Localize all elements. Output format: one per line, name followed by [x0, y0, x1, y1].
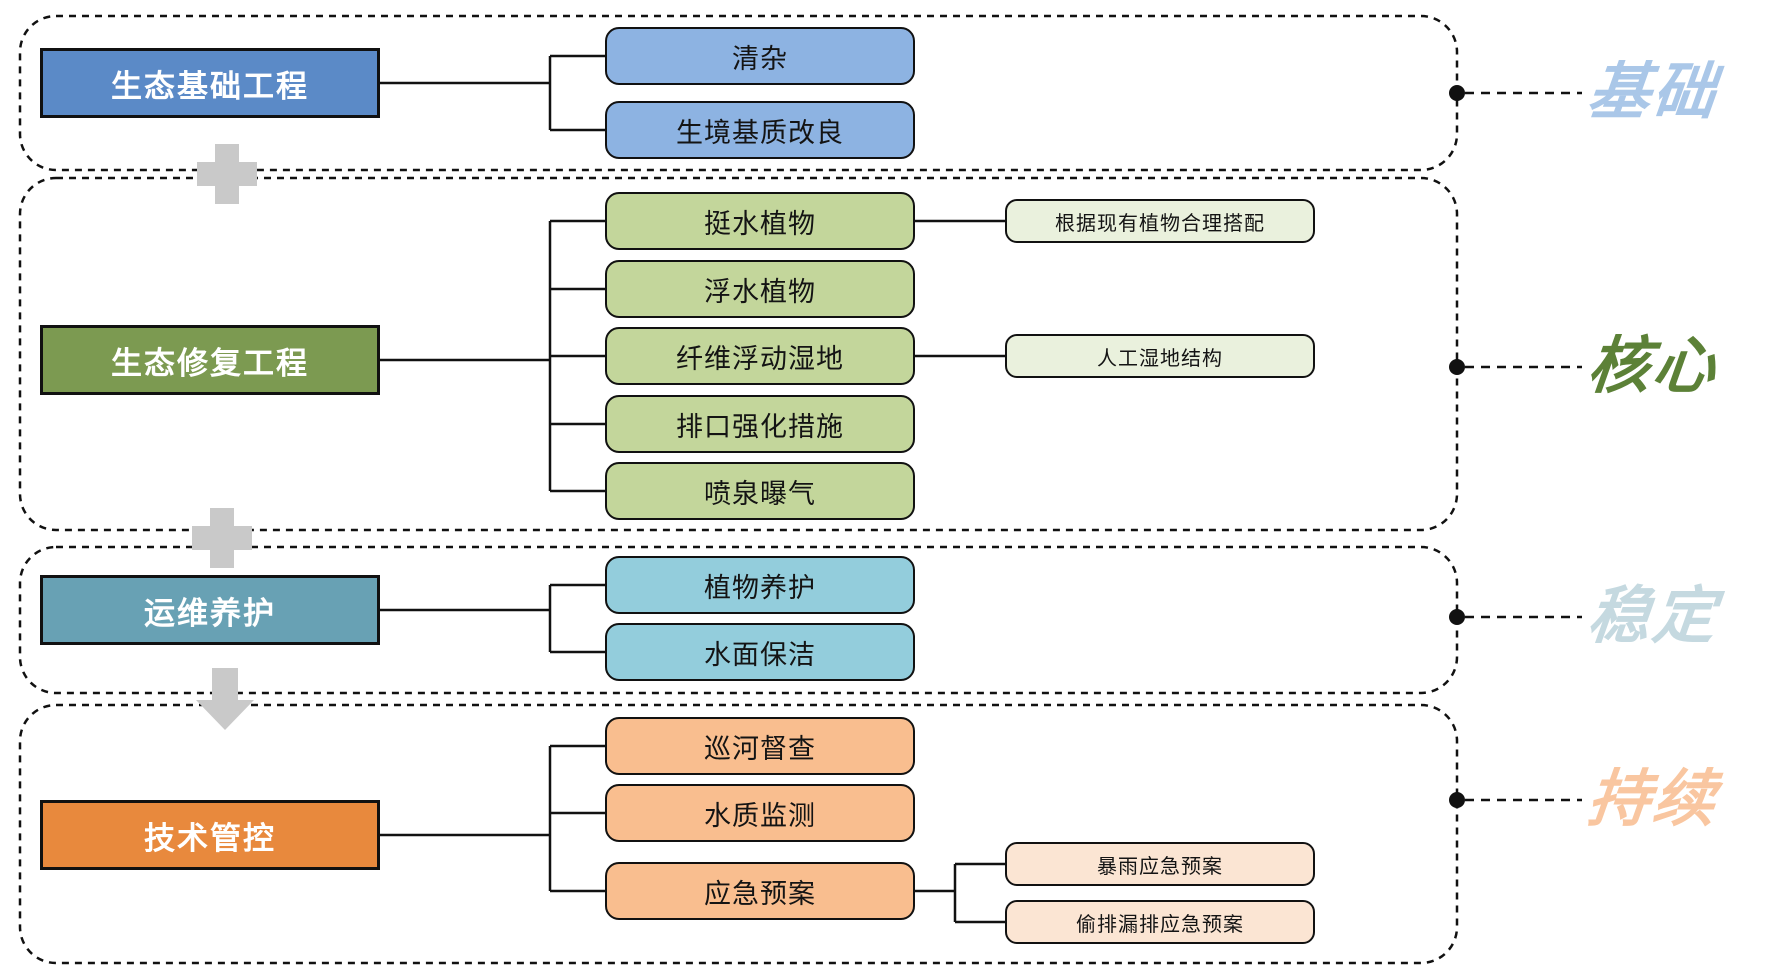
- stage-tag-foundation: 基础: [1584, 58, 1722, 127]
- branch-connector-s1: [380, 54, 605, 132]
- section4-note-illegal-discharge-plan: 偷排漏排应急预案: [1005, 900, 1315, 944]
- section3-child-water-surface-cleaning: 水面保洁: [605, 623, 915, 681]
- stage-tag-core: 核心: [1584, 332, 1722, 401]
- branch-connector-s3: [380, 583, 605, 654]
- tag-dot-3: [1449, 609, 1465, 625]
- section2-child-fountain-aeration: 喷泉曝气: [605, 462, 915, 520]
- tag-dot-2: [1449, 359, 1465, 375]
- tag-dot-1: [1449, 85, 1465, 101]
- plus-icon-1: [197, 144, 257, 204]
- section4-note-storm-emergency-plan: 暴雨应急预案: [1005, 842, 1315, 886]
- section1-child-habitat-substrate: 生境基质改良: [605, 101, 915, 159]
- branch-connector-s4: [380, 744, 605, 893]
- section3-child-plant-maintenance: 植物养护: [605, 556, 915, 614]
- section3-title-box: 运维养护: [40, 575, 380, 645]
- section4-child-emergency-plan: 应急预案: [605, 862, 915, 920]
- branch-connector-s2: [380, 219, 605, 493]
- tag-dot-4: [1449, 792, 1465, 808]
- section2-child-emergent-plants: 挺水植物: [605, 192, 915, 250]
- section2-child-outfall-reinforcement: 排口强化措施: [605, 395, 915, 453]
- section2-title-box: 生态修复工程: [40, 325, 380, 395]
- section-frame-4: [18, 703, 1459, 965]
- section4-child-water-quality-monitoring: 水质监测: [605, 784, 915, 842]
- section2-child-floating-plants: 浮水植物: [605, 260, 915, 318]
- section4-child-river-patrol: 巡河督查: [605, 717, 915, 775]
- branch-connector-s4-notes: [915, 862, 1005, 924]
- down-arrow-icon: [196, 668, 254, 730]
- section1-child-qingza: 清杂: [605, 27, 915, 85]
- section2-child-fiber-floating-wetland: 纤维浮动湿地: [605, 327, 915, 385]
- section2-note-plant-matching: 根据现有植物合理搭配: [1005, 199, 1315, 243]
- section4-title-box: 技术管控: [40, 800, 380, 870]
- section2-note-constructed-wetland: 人工湿地结构: [1005, 334, 1315, 378]
- section-frame-2: [18, 176, 1459, 532]
- section1-title-box: 生态基础工程: [40, 48, 380, 118]
- stage-tag-continuity: 持续: [1584, 765, 1722, 834]
- stage-tag-stability: 稳定: [1584, 582, 1722, 651]
- plus-icon-2: [192, 508, 252, 568]
